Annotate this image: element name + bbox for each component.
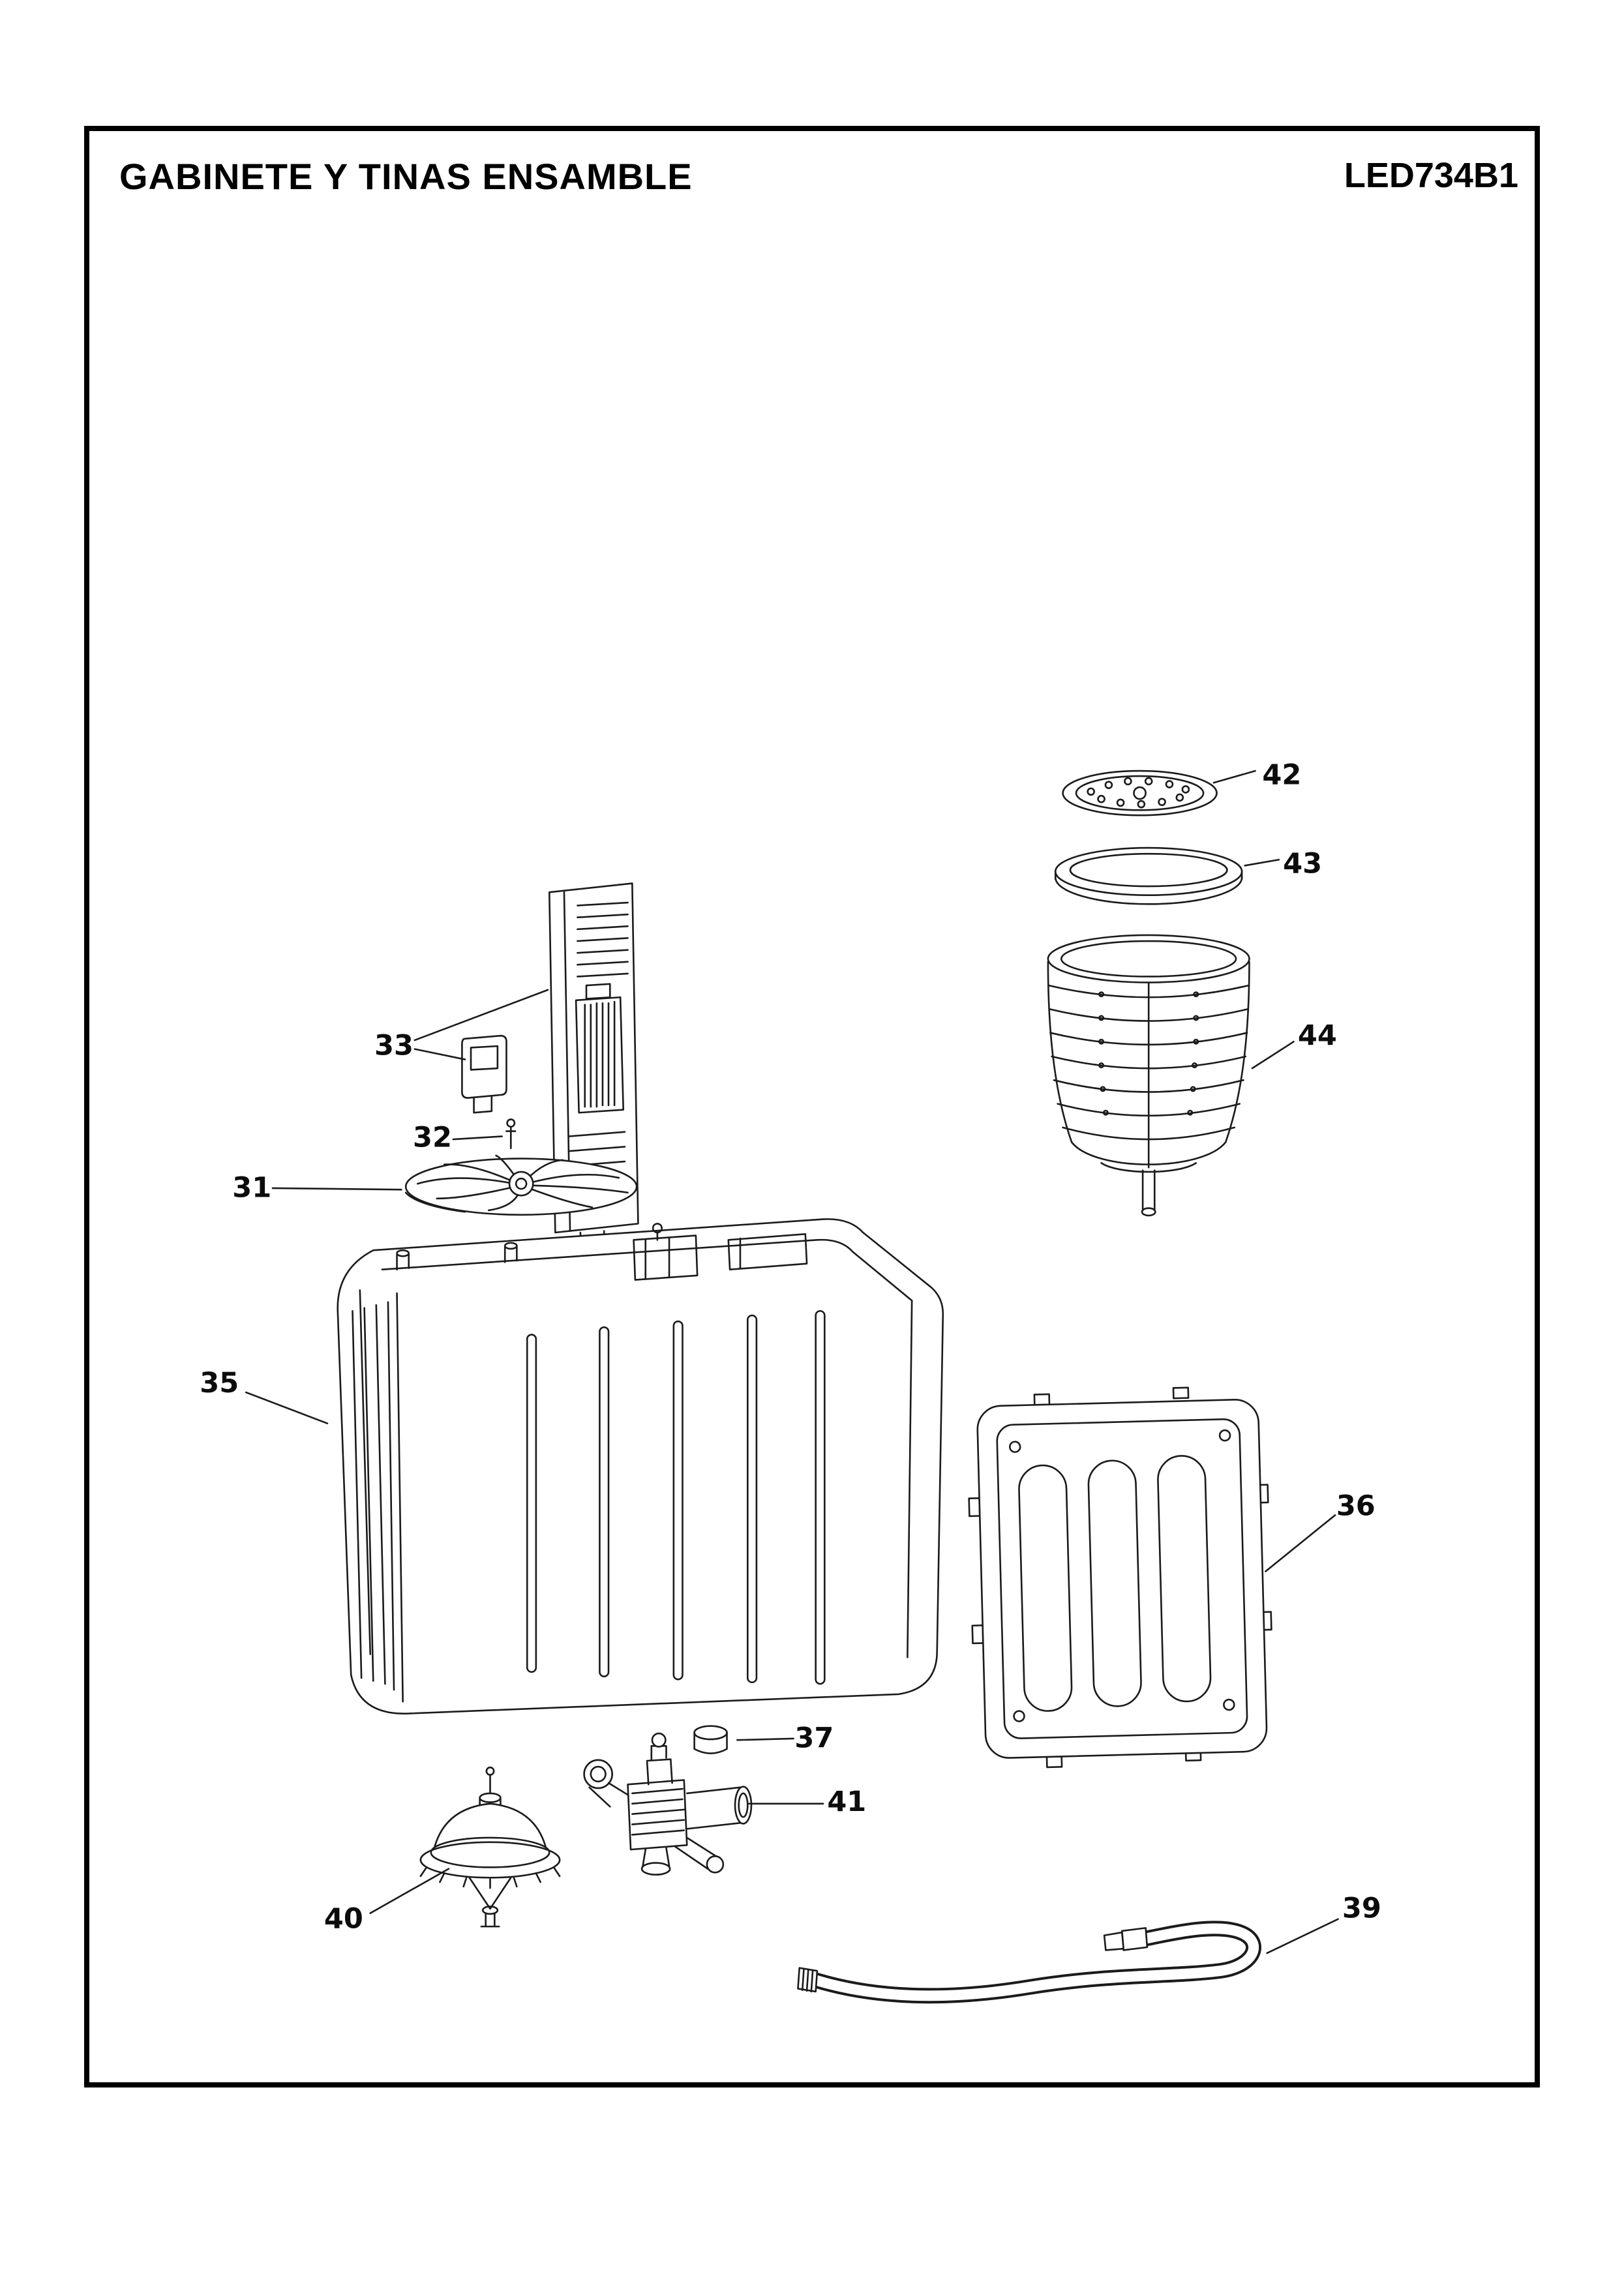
part-36-rear-panel-drawing <box>968 1386 1272 1769</box>
callout-39: 39 <box>1342 1893 1381 1925</box>
page-title: GABINETE Y TINAS ENSAMBLE <box>119 156 693 197</box>
part-32-pin-drawing <box>505 1118 517 1149</box>
part-35-outer-tub-drawing <box>337 1218 944 1714</box>
leader-lines <box>245 770 1339 1954</box>
part-43-tub-ring-drawing <box>1054 846 1243 905</box>
page-border <box>84 126 1540 2087</box>
leader-35 <box>245 1391 329 1424</box>
part-42-filter-disc-drawing <box>1062 770 1218 816</box>
callout-40: 40 <box>324 1902 363 1935</box>
leader-40 <box>369 1868 450 1915</box>
callout-32: 32 <box>413 1121 452 1154</box>
part-31-agitator-drawing <box>404 1154 638 1216</box>
part-33-drive-plate-drawing <box>461 882 639 1253</box>
part-44-spin-basket-drawing <box>1047 934 1250 1217</box>
leader-33a <box>414 989 549 1041</box>
callout-41: 41 <box>827 1786 866 1818</box>
callout-44: 44 <box>1298 1019 1337 1052</box>
leader-42 <box>1212 770 1256 784</box>
callout-35: 35 <box>200 1367 239 1399</box>
part-41-water-valve-drawing <box>583 1732 753 1876</box>
callout-43: 43 <box>1283 848 1322 880</box>
leader-33b <box>414 1048 466 1060</box>
leader-32 <box>452 1135 503 1141</box>
leader-44 <box>1251 1041 1295 1070</box>
leader-37 <box>736 1737 794 1741</box>
callout-37: 37 <box>794 1722 834 1755</box>
callout-33: 33 <box>374 1030 414 1062</box>
part-37-cap-drawing <box>693 1725 728 1754</box>
callout-31: 31 <box>232 1172 271 1204</box>
callout-42: 42 <box>1262 759 1301 792</box>
part-40-clutch-drawing <box>419 1766 561 1928</box>
leader-39 <box>1266 1918 1339 1954</box>
leader-36 <box>1265 1514 1336 1572</box>
part-39-drain-hose-drawing <box>797 1921 1261 2004</box>
leader-43 <box>1244 858 1280 867</box>
leader-31 <box>271 1187 402 1191</box>
callout-36: 36 <box>1336 1489 1376 1522</box>
model-number: LED734B1 <box>1344 156 1518 195</box>
